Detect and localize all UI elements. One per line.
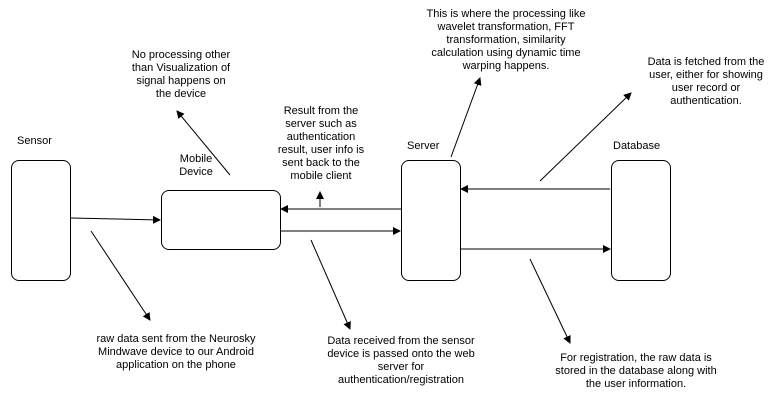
database-box: [611, 160, 671, 281]
note-registration: For registration, the raw data is stored…: [555, 352, 717, 390]
note-db-fetch: Data is fetched from the user, either fo…: [647, 56, 765, 107]
note-data-received: Data received from the sensor device is …: [327, 335, 475, 386]
pointer-registration: [529, 258, 571, 344]
pointer-server-processing: [450, 77, 482, 158]
pointer-mobile-note: [176, 110, 231, 176]
database-label: Database: [613, 140, 661, 152]
pointer-raw-data: [90, 230, 151, 321]
mobile-device-label: Mobile Device: [179, 153, 213, 178]
mobile-device-box: [161, 190, 281, 250]
note-server-result: Result from the server such as authentic…: [277, 105, 365, 182]
sensor-label: Sensor: [17, 135, 52, 147]
pointer-data-received: [310, 239, 351, 330]
pointer-db-fetch: [539, 92, 632, 182]
note-raw-data: raw data sent from the Neurosky Mindwave…: [96, 333, 256, 371]
sensor-box: [11, 160, 71, 281]
note-server-processing: This is where the processing like wavele…: [426, 8, 586, 72]
server-label: Server: [407, 140, 440, 152]
note-mobile-processing: No processing other than Visualization o…: [131, 49, 231, 100]
arrow-sensor-to-mobile: [70, 215, 161, 224]
server-box: [401, 160, 461, 281]
